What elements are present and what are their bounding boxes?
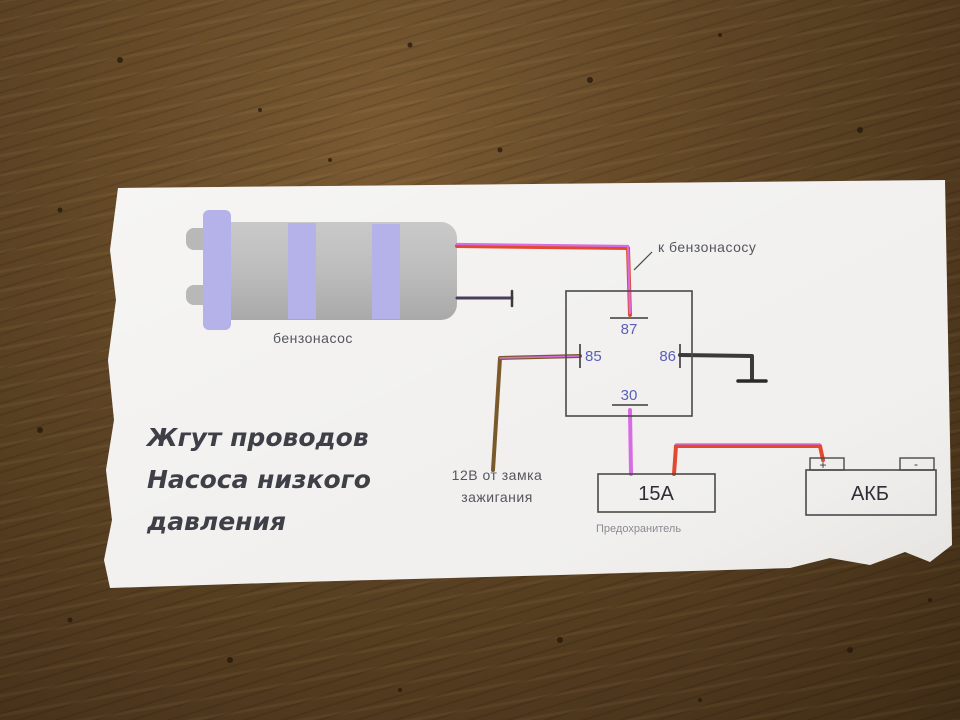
battery-plus-label: + bbox=[819, 458, 826, 472]
to-pump-pointer bbox=[633, 251, 653, 271]
pump-band-end bbox=[203, 210, 231, 330]
ignition-label-line-2: зажигания bbox=[461, 489, 533, 505]
to-pump-label: к бензонасосу bbox=[658, 239, 756, 255]
relay-pin-85: 85 bbox=[585, 348, 602, 365]
relay-pin-30: 30 bbox=[621, 387, 638, 404]
battery-terminal-minus bbox=[899, 457, 935, 471]
battery-label: АКБ bbox=[851, 483, 889, 505]
title-line-1: Жгут проводов bbox=[145, 423, 369, 452]
battery-terminal-plus bbox=[809, 457, 845, 471]
ignition-label-line-1: 12В от замка bbox=[452, 467, 543, 483]
pump-label: бензонасос bbox=[273, 330, 353, 346]
to-pump-annotation: к бензонасосу bbox=[633, 239, 756, 271]
pump-band bbox=[288, 223, 316, 319]
pump-band bbox=[372, 224, 400, 319]
wire-86-to-ground bbox=[678, 353, 754, 382]
fuel-pump bbox=[186, 210, 457, 330]
fuse-value: 15А bbox=[638, 483, 674, 505]
wood-texture bbox=[37, 33, 932, 702]
fuse-box bbox=[597, 473, 716, 513]
wire-30-to-fuse bbox=[628, 408, 633, 476]
relay: 87 85 86 30 bbox=[565, 290, 693, 417]
relay-pin-86: 86 bbox=[659, 348, 676, 365]
battery: + - АКБ bbox=[805, 457, 937, 516]
relay-pin-87: 87 bbox=[621, 321, 638, 338]
relay-box bbox=[565, 290, 693, 417]
title-line-2: Насоса низкого bbox=[147, 465, 371, 494]
fuse: 15А Предохранитель bbox=[596, 473, 716, 535]
battery-box bbox=[805, 469, 937, 516]
title-line-3: давления bbox=[146, 507, 286, 536]
wire-fuse-to-battery bbox=[672, 444, 825, 476]
battery-minus-label: - bbox=[914, 457, 918, 471]
fuse-caption: Предохранитель bbox=[596, 523, 681, 535]
